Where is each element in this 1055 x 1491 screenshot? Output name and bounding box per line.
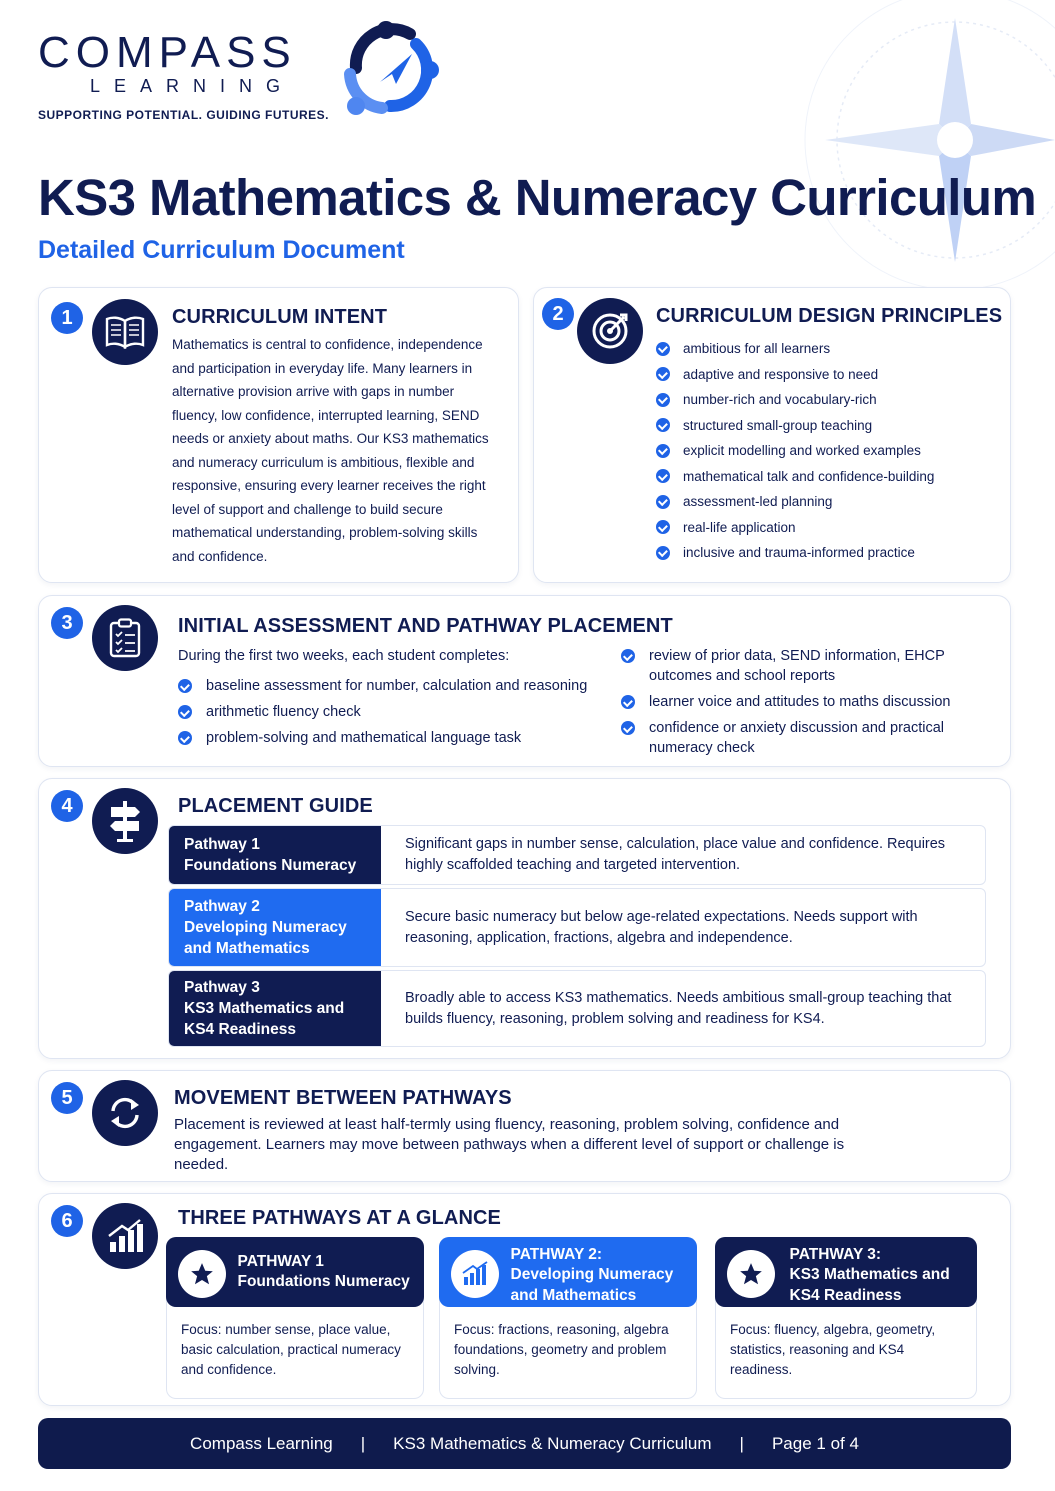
check-icon xyxy=(178,679,192,693)
list-item: confidence or anxiety discussion and pra… xyxy=(621,718,971,758)
section-title: CURRICULUM DESIGN PRINCIPLES xyxy=(656,305,1003,327)
list-item: number-rich and vocabulary-rich xyxy=(656,387,934,413)
list-item: real-life application xyxy=(656,515,934,541)
placement-row: Pathway 2 Developing Numeracy and Mathem… xyxy=(168,888,986,967)
brand-logo: COMPASS LEARNING SUPPORTING POTENTIAL. G… xyxy=(38,21,458,128)
refresh-arrows-icon xyxy=(92,1080,158,1146)
list-item: explicit modelling and worked examples xyxy=(656,438,934,464)
pathway-focus: Focus: fractions, reasoning, algebra fou… xyxy=(454,1322,669,1377)
page-footer: Compass Learning | KS3 Mathematics & Num… xyxy=(38,1418,1011,1469)
brand-sub: LEARNING xyxy=(90,76,295,96)
list-item: adaptive and responsive to need xyxy=(656,362,934,388)
list-item: inclusive and trauma-informed practice xyxy=(656,540,934,566)
pathway-summary-header: PATHWAY 3: KS3 Mathematics and KS4 Readi… xyxy=(714,1236,977,1307)
section-title: PLACEMENT GUIDE xyxy=(178,795,373,817)
check-icon xyxy=(656,494,670,509)
section-number: 4 xyxy=(51,790,83,822)
check-icon xyxy=(656,469,670,484)
footer-doc-title: KS3 Mathematics & Numeracy Curriculum xyxy=(393,1433,712,1453)
list-item: baseline assessment for number, calculat… xyxy=(178,676,598,696)
bar-chart-icon xyxy=(92,1203,158,1269)
check-icon xyxy=(656,418,670,433)
footer-org: Compass Learning xyxy=(190,1433,333,1453)
book-icon xyxy=(92,299,158,365)
section-number: 5 xyxy=(51,1082,83,1114)
section-title: CURRICULUM INTENT xyxy=(172,306,388,328)
pathway-summary-card: PATHWAY 3: KS3 Mathematics and KS4 Readi… xyxy=(714,1236,977,1399)
pathway-summary-header: PATHWAY 1 Foundations Numeracy xyxy=(165,1236,424,1307)
section-number: 3 xyxy=(51,607,83,639)
check-icon xyxy=(656,545,670,560)
placement-row: Pathway 3 KS3 Mathematics and KS4 Readin… xyxy=(168,970,986,1047)
check-icon xyxy=(621,721,635,735)
principles-list: ambitious for all learners adaptive and … xyxy=(656,336,934,566)
list-item: structured small-group teaching xyxy=(656,413,934,439)
intent-body: Mathematics is central to confidence, in… xyxy=(172,337,489,564)
list-item: problem-solving and mathematical languag… xyxy=(178,728,598,748)
check-icon xyxy=(656,443,670,458)
growth-chart-icon xyxy=(450,1249,499,1298)
star-icon xyxy=(177,1249,226,1298)
movement-card: 5 MOVEMENT BETWEEN PATHWAYS Placement is… xyxy=(38,1070,1011,1182)
footer-page-number: Page 1 of 4 xyxy=(771,1433,859,1453)
section-number: 2 xyxy=(542,298,574,330)
pathway-label: Pathway 3 KS3 Mathematics and KS4 Readin… xyxy=(169,971,381,1046)
section-title: THREE PATHWAYS AT A GLANCE xyxy=(178,1207,501,1229)
section-number: 1 xyxy=(51,302,83,334)
placement-row: Pathway 1 Foundations Numeracy Significa… xyxy=(168,825,986,885)
list-item: learner voice and attitudes to maths dis… xyxy=(621,692,971,712)
pathway-summary-header: PATHWAY 2: Developing Numeracy and Mathe… xyxy=(438,1236,697,1307)
pathway-description: Significant gaps in number sense, calcul… xyxy=(405,836,946,873)
design-principles-card: 2 CURRICULUM DESIGN PRINCIPLES ambitious… xyxy=(533,287,1011,583)
section-title: INITIAL ASSESSMENT AND PATHWAY PLACEMENT xyxy=(178,615,673,637)
page-subtitle: Detailed Curriculum Document xyxy=(38,236,405,264)
initial-assessment-card: 3 INITIAL ASSESSMENT AND PATHWAY PLACEME… xyxy=(38,595,1011,767)
brand-name: COMPASS xyxy=(38,28,297,77)
check-icon xyxy=(656,392,670,407)
pathway-description: Secure basic numeracy but below age-rela… xyxy=(405,908,918,946)
brand-tagline: SUPPORTING POTENTIAL. GUIDING FUTURES. xyxy=(38,108,330,122)
pathway-focus: Focus: fluency, algebra, geometry, stati… xyxy=(730,1322,936,1377)
section-number: 6 xyxy=(51,1205,83,1237)
curriculum-intent-card: 1 CURRICULUM INTENT Mathematics is centr… xyxy=(38,287,519,583)
pathway-focus: Focus: number sense, place value, basic … xyxy=(181,1322,401,1377)
footer-separator: | xyxy=(739,1433,744,1453)
list-item: review of prior data, SEND information, … xyxy=(621,646,971,686)
check-icon xyxy=(621,649,635,663)
check-icon xyxy=(656,367,670,382)
movement-body: Placement is reviewed at least half-term… xyxy=(174,1116,845,1173)
assessment-list-right: review of prior data, SEND information, … xyxy=(621,646,971,764)
check-icon xyxy=(656,341,670,356)
pathway-summary-card: PATHWAY 1 Foundations Numeracy Focus: nu… xyxy=(165,1236,424,1399)
target-icon xyxy=(577,298,643,364)
check-icon xyxy=(656,520,670,535)
compass-logo-icon xyxy=(344,21,439,115)
footer-separator: | xyxy=(360,1433,366,1453)
section-title: MOVEMENT BETWEEN PATHWAYS xyxy=(174,1087,512,1109)
compass-rose-decoration xyxy=(804,0,1055,291)
clipboard-checklist-icon xyxy=(92,605,158,671)
pathway-label: Pathway 1 Foundations Numeracy xyxy=(169,826,381,884)
check-icon xyxy=(178,705,192,719)
assessment-list-left: baseline assessment for number, calculat… xyxy=(178,676,598,754)
pathway-description: Broadly able to access KS3 mathematics. … xyxy=(405,989,952,1027)
list-item: mathematical talk and confidence-buildin… xyxy=(656,464,934,490)
list-item: arithmetic fluency check xyxy=(178,702,598,722)
list-item: assessment-led planning xyxy=(656,489,934,515)
assessment-intro: During the first two weeks, each student… xyxy=(178,648,510,664)
signpost-icon xyxy=(92,788,158,854)
check-icon xyxy=(621,695,635,709)
pathway-label: Pathway 2 Developing Numeracy and Mathem… xyxy=(169,889,381,966)
check-icon xyxy=(178,731,192,745)
pathway-summary-card: PATHWAY 2: Developing Numeracy and Mathe… xyxy=(438,1236,697,1399)
page-title: KS3 Mathematics & Numeracy Curriculum xyxy=(38,169,1037,226)
list-item: ambitious for all learners xyxy=(656,336,934,362)
star-icon xyxy=(726,1249,775,1298)
